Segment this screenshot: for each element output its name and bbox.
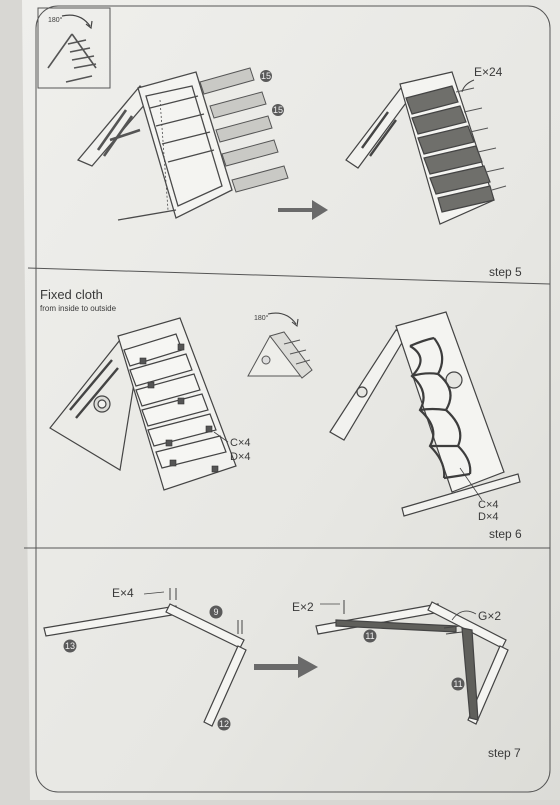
left-screw-count: E×4 — [112, 586, 134, 600]
step7-label: step 7 — [488, 746, 521, 760]
callout-leader — [461, 79, 475, 93]
callout-leader — [143, 591, 165, 595]
right-fastener-count-d: D×4 — [478, 511, 499, 523]
board — [209, 91, 267, 119]
board — [215, 115, 273, 143]
screw-icons — [343, 600, 463, 635]
board — [231, 165, 289, 193]
step5-screw-count: E×24 — [474, 65, 503, 79]
step6-label: step 6 — [489, 527, 522, 541]
svg-text:11: 11 — [453, 679, 462, 689]
screw-icons — [169, 588, 243, 634]
part-badge-11a: 11 — [363, 629, 377, 643]
screw-lines — [455, 87, 507, 191]
right-screw-count: E×2 — [292, 600, 314, 614]
right-fastener-count-c: C×4 — [478, 499, 499, 511]
mini-frame-icon — [47, 33, 97, 83]
rotation-inset-box — [37, 7, 111, 89]
mini-aframe-icon — [247, 331, 313, 379]
svg-text:9: 9 — [213, 607, 218, 617]
board — [199, 67, 255, 95]
step6-panel: Fixed cloth from inside to outside — [40, 287, 522, 541]
loose-boards — [199, 67, 289, 193]
aframe-before-boards — [76, 71, 233, 221]
rotate-arrowhead-icon — [85, 20, 93, 30]
rotate-arrow-icon — [267, 312, 297, 325]
leg-part-12 — [203, 645, 247, 727]
rotate-arrow-icon — [61, 14, 91, 27]
board-part-badge-15a: 15 — [260, 70, 272, 82]
step6-rotation-label: 180° — [254, 314, 269, 322]
board — [221, 139, 279, 167]
left-fastener-count-d: D×4 — [230, 451, 251, 463]
step7-transition-arrow-icon — [254, 656, 318, 678]
frame-assembled — [315, 601, 509, 725]
part-badge-13: 13 — [63, 639, 77, 653]
callout-leader — [459, 467, 483, 501]
part-badge-9: 9 — [209, 605, 223, 619]
part-badge-12: 12 — [217, 717, 231, 731]
svg-text:11: 11 — [365, 631, 374, 641]
callout-leader — [213, 431, 229, 443]
bracket-count: G×2 — [478, 609, 501, 623]
svg-text:13: 13 — [65, 641, 75, 651]
part-badge-11b: 11 — [451, 677, 465, 691]
rotate-arrowhead-icon — [291, 318, 299, 328]
divider-step5-step6 — [27, 267, 551, 285]
step5-rotation-label: 180° — [48, 16, 63, 24]
svg-text:15: 15 — [261, 71, 271, 81]
paper-background — [22, 0, 560, 800]
callout-leader — [451, 610, 477, 621]
aframe-with-boards — [345, 71, 495, 225]
climbing-net-icon — [409, 336, 472, 480]
svg-text:12: 12 — [219, 719, 229, 729]
board-part-badge-15b: 15 — [272, 104, 284, 116]
step5-panel: 180° — [37, 7, 522, 279]
left-fastener-count-c: C×4 — [230, 437, 251, 449]
step5-transition-arrow-icon — [278, 200, 328, 220]
step6-subtitle: from inside to outside — [40, 304, 117, 313]
bracket-icons — [139, 343, 219, 473]
aframe-panel-fasteners — [49, 317, 237, 491]
page-frame — [35, 5, 551, 793]
step7-panel: E×4 9 13 12 E×2 G×2 — [43, 586, 521, 760]
frame-parts-exploded — [43, 603, 247, 727]
step5-label: step 5 — [489, 265, 522, 279]
step6-title: Fixed cloth — [40, 287, 103, 302]
svg-text:15: 15 — [273, 105, 283, 115]
